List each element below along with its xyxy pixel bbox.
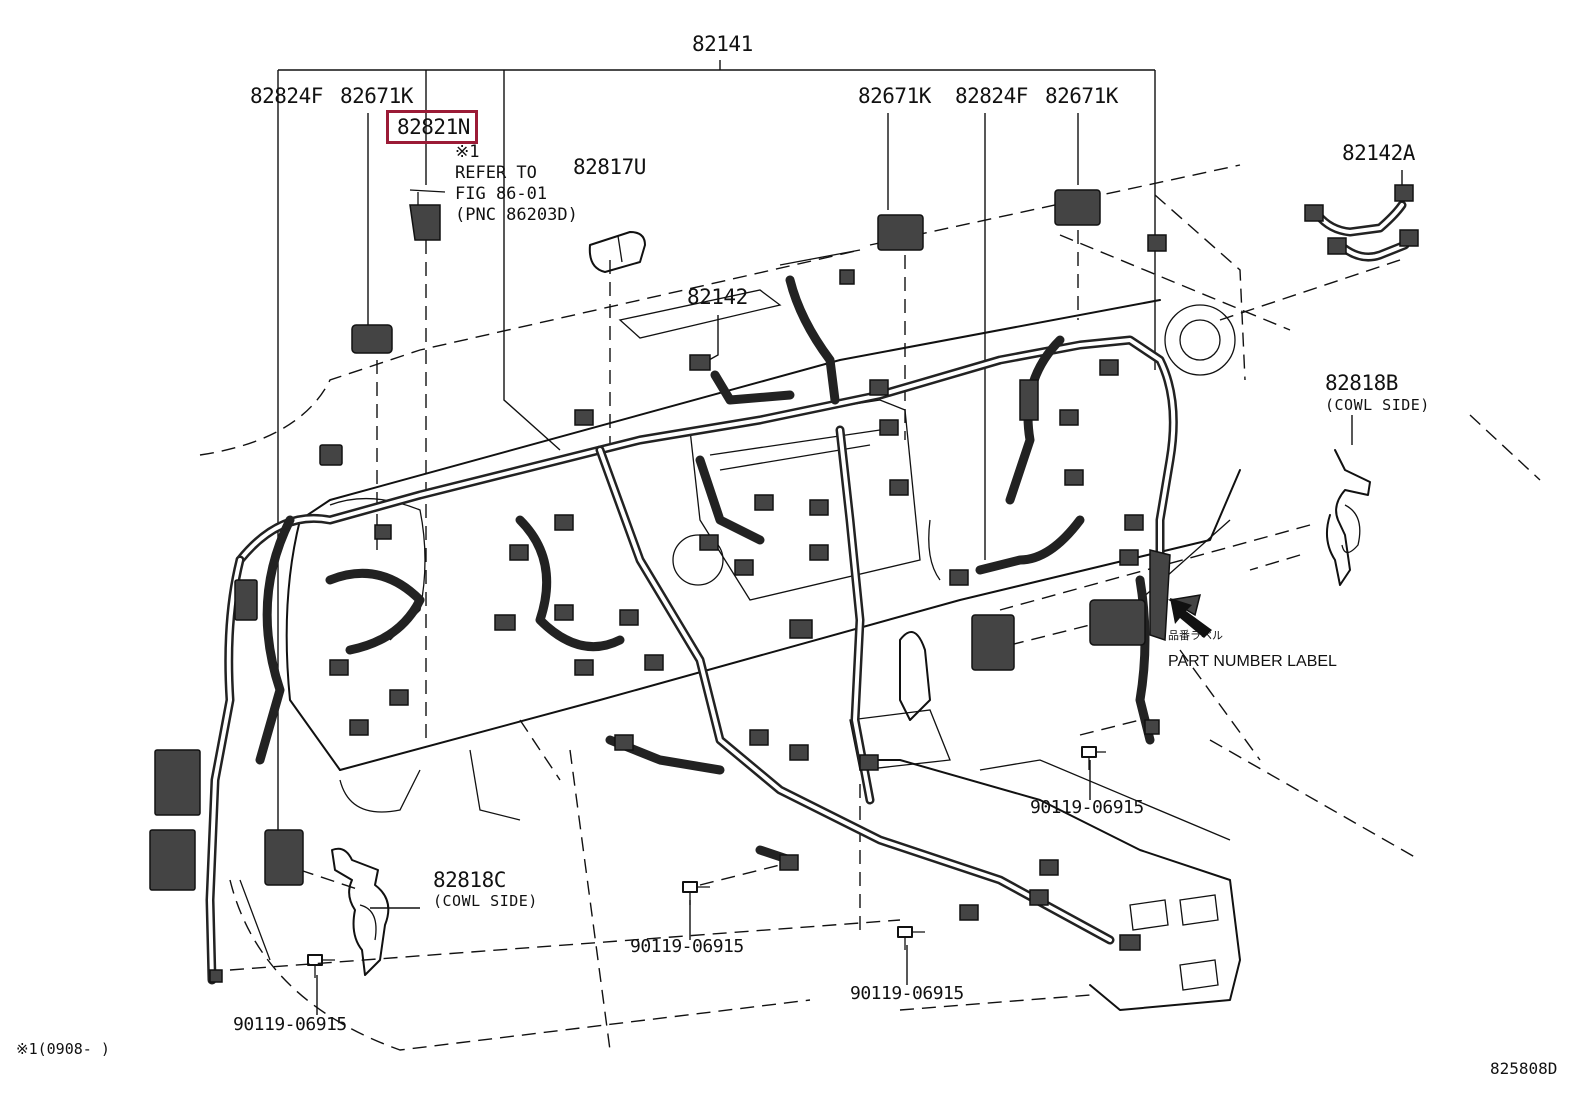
bolt-center-left-icon: [682, 881, 710, 905]
arrow-icon: [1170, 598, 1212, 638]
label-bolt-center-left[interactable]: 90119-06915: [630, 936, 744, 957]
label-82818c-note: (COWL SIDE): [433, 892, 538, 910]
highlight-box: [386, 110, 478, 144]
footnote: ※1(0908- ): [16, 1040, 110, 1058]
label-82824f-right[interactable]: 82824F: [955, 84, 1028, 108]
label-part-number-en: PART NUMBER LABEL: [1168, 653, 1337, 670]
bolt-left-icon: [307, 954, 335, 978]
label-82142a[interactable]: 82142A: [1342, 141, 1415, 165]
note-ref-mark: ※1: [455, 142, 480, 162]
dashboard-body: [239, 249, 1241, 1011]
clamp-82817u: [588, 231, 646, 273]
note-line-1: REFER TO: [455, 163, 537, 183]
connectors: [149, 189, 1202, 983]
label-part-number-jp: 品番ラベル: [1168, 629, 1223, 642]
figure-id: 825808D: [1490, 1059, 1558, 1078]
leader-lines: [277, 60, 1403, 1015]
bracket-82818c: [331, 847, 390, 976]
note-line-2: FIG 86-01: [455, 184, 548, 204]
label-82141[interactable]: 82141: [692, 32, 753, 56]
label-82818b-note: (COWL SIDE): [1325, 396, 1430, 414]
label-82671k-right[interactable]: 82671K: [1045, 84, 1118, 108]
label-82817u[interactable]: 82817U: [573, 155, 646, 179]
label-82142[interactable]: 82142: [687, 285, 748, 309]
note-line-3: (PNC 86203D): [455, 205, 578, 225]
bracket-82818b: [1325, 449, 1371, 586]
label-82818c[interactable]: 82818C: [433, 868, 506, 892]
label-bolt-right[interactable]: 90119-06915: [1030, 797, 1144, 818]
label-82821n[interactable]: 82821N: [397, 115, 470, 139]
sub-harness-82142a: [1304, 184, 1419, 262]
label-82818b[interactable]: 82818B: [1325, 371, 1398, 395]
label-82671k-center[interactable]: 82671K: [858, 84, 931, 108]
label-82671k-left[interactable]: 82671K: [340, 84, 413, 108]
bolts: [307, 746, 1106, 978]
bolt-right-icon: [1081, 746, 1106, 770]
bolt-center-icon: [897, 926, 925, 950]
label-82824f-left[interactable]: 82824F: [250, 84, 323, 108]
label-bolt-center[interactable]: 90119-06915: [850, 983, 964, 1004]
label-bolt-left[interactable]: 90119-06915: [233, 1014, 347, 1035]
dashed-outlines: [199, 164, 1541, 1051]
main-harness: [205, 275, 1178, 985]
